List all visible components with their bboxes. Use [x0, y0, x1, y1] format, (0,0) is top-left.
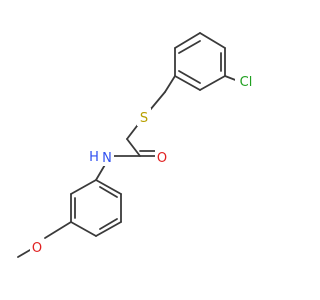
carbonyl-oxygen-atom-label: O — [157, 151, 167, 166]
atom-label-group: Cl S O N H O — [30, 73, 257, 256]
bond — [44, 221, 72, 239]
bond — [99, 218, 118, 230]
methoxy-oxygen-atom-label: O — [32, 241, 42, 256]
bond — [126, 138, 141, 157]
bond — [174, 75, 201, 91]
bond — [178, 40, 201, 54]
bond — [70, 179, 97, 195]
bond — [70, 221, 97, 237]
bond — [95, 221, 122, 237]
bond — [199, 75, 226, 91]
bond — [174, 32, 201, 49]
bond — [199, 32, 226, 49]
hydrogen-atom-label: H — [89, 150, 99, 165]
bond — [178, 70, 201, 84]
bond — [149, 91, 166, 111]
chlorine-atom-label: Cl — [240, 75, 253, 90]
bond-group — [17, 32, 239, 258]
molecule-structure: Cl S O N H O — [17, 32, 257, 258]
bond — [99, 186, 118, 198]
bond — [17, 249, 31, 258]
nitrogen-atom-label: N — [102, 151, 112, 166]
bond — [164, 75, 176, 93]
sulfur-atom-label: S — [140, 111, 148, 126]
bond — [95, 179, 122, 195]
